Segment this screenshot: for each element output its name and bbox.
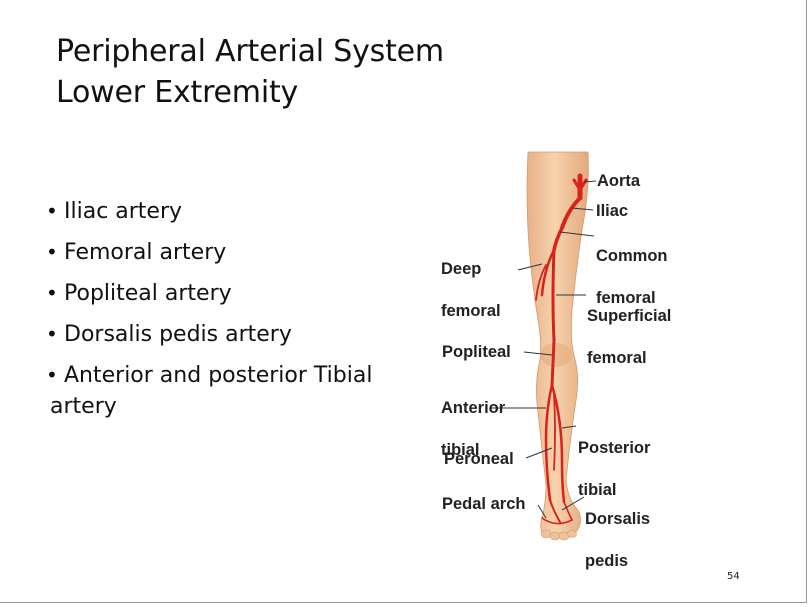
bullet-item: Anterior and posterior Tibial artery	[46, 360, 416, 422]
artery-dorsalis-pedis	[549, 499, 561, 523]
bullet-item: Femoral artery	[46, 237, 416, 268]
toe	[549, 531, 561, 541]
bullet-text: Iliac artery	[64, 199, 183, 224]
leader-peroneal	[525, 447, 553, 459]
bullet-item: Iliac artery	[46, 196, 416, 227]
label-deep-femoral-line1: Deep	[441, 260, 482, 278]
label-iliac: Iliac	[596, 202, 629, 220]
slide-title: Peripheral Arterial System Lower Extremi…	[56, 31, 444, 113]
label-popliteal: Popliteal	[442, 343, 511, 361]
artery-peroneal	[553, 394, 556, 471]
bullet-list: Iliac artery Femoral artery Popliteal ar…	[46, 196, 416, 432]
artery-pedal-arch	[541, 517, 573, 525]
bullet-text: Femoral artery	[64, 240, 227, 265]
label-deep-femoral-line2: femoral	[441, 302, 501, 320]
artery-popliteal	[550, 338, 556, 387]
label-posterior-tibial-line2: tibial	[578, 481, 617, 499]
leader-deep-femoral	[517, 263, 543, 271]
leader-posterior-tibial	[561, 425, 577, 429]
bullet-item: Dorsalis pedis artery	[46, 319, 416, 350]
bullet-text-continuation: artery	[50, 394, 117, 419]
label-peroneal: Peroneal	[444, 450, 514, 468]
artery-posterior-tibial	[550, 383, 566, 504]
label-aorta: Aorta	[597, 172, 641, 190]
artery-aorta-fork	[572, 178, 588, 192]
label-common-femoral-line2: femoral	[596, 289, 656, 307]
knee-shade	[540, 343, 572, 367]
title-line-1: Peripheral Arterial System	[56, 34, 444, 69]
label-superficial-femoral: Superficial femoral	[587, 285, 671, 390]
label-common-femoral-line1: Common	[596, 247, 668, 265]
bullet-item: Popliteal artery	[46, 278, 416, 309]
label-dorsalis-pedis: Dorsalis pedis	[585, 488, 650, 593]
leader-popliteal	[523, 351, 553, 356]
leader-lines	[490, 180, 597, 519]
leader-aorta	[583, 180, 597, 183]
label-dorsalis-pedis-line2: pedis	[585, 552, 629, 570]
artery-iliac	[560, 196, 582, 230]
leader-pedal-arch	[537, 504, 547, 519]
label-pedal-arch: Pedal arch	[442, 495, 526, 513]
bullet-text: Dorsalis pedis artery	[64, 322, 292, 347]
leader-dorsalis-pedis	[561, 496, 585, 511]
label-superficial-femoral-line2: femoral	[587, 349, 647, 367]
label-common-femoral: Common femoral	[596, 225, 668, 330]
label-deep-femoral: Deep femoral	[441, 238, 501, 343]
label-posterior-tibial-line1: Posterior	[578, 439, 651, 457]
label-anterior-tibial-line2: tibial	[441, 441, 480, 459]
leader-iliac	[571, 207, 594, 211]
artery-deep-femoral-branch	[535, 264, 547, 301]
label-superficial-femoral-line1: Superficial	[587, 307, 672, 325]
artery-tree	[535, 173, 588, 525]
label-posterior-tibial: Posterior tibial	[578, 417, 650, 522]
artery-plantar	[563, 501, 573, 521]
artery-anterior-tibial	[544, 383, 554, 502]
label-anterior-tibial: Anterior tibial	[441, 377, 505, 482]
title-line-2: Lower Extremity	[56, 75, 299, 110]
toe	[567, 530, 577, 538]
page-number: 54	[727, 571, 740, 582]
label-dorsalis-pedis-line1: Dorsalis	[585, 510, 651, 528]
artery-common-femoral	[552, 226, 564, 252]
toe	[540, 529, 552, 539]
leg-artery-diagram	[490, 151, 597, 541]
bullet-text: Anterior and posterior Tibial	[64, 363, 373, 388]
leader-common-femoral	[559, 231, 595, 237]
artery-superficial-femoral	[551, 248, 556, 342]
label-anterior-tibial-line1: Anterior	[441, 399, 506, 417]
bullet-text: Popliteal artery	[64, 281, 232, 306]
